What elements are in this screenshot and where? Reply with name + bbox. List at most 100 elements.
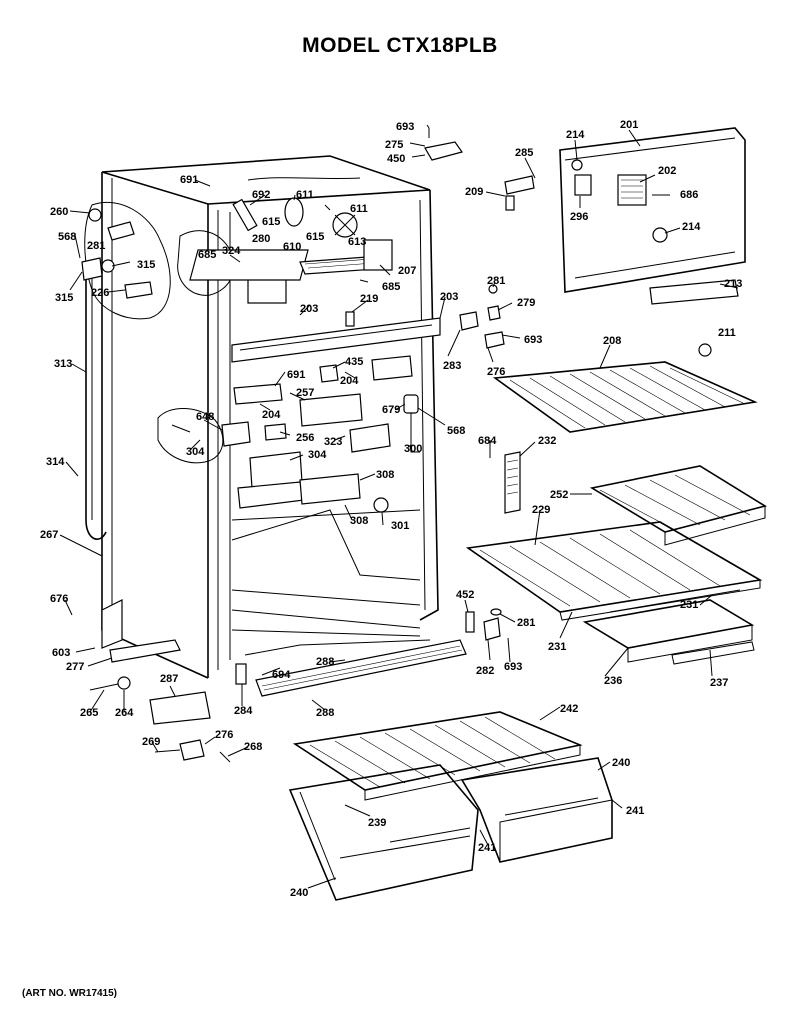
- callout-276: 276: [487, 366, 505, 378]
- callout-288: 288: [316, 656, 334, 668]
- mullion-cover: [504, 451, 521, 514]
- callout-691b: 691: [287, 369, 305, 381]
- callout-239: 239: [368, 817, 386, 829]
- callout-679: 679: [382, 404, 400, 416]
- callout-324: 324: [222, 245, 241, 257]
- page-title: MODEL CTX18PLB: [302, 34, 498, 57]
- callout-296: 296: [570, 211, 588, 223]
- callout-231: 231: [680, 599, 698, 611]
- callout-314: 314: [46, 456, 65, 468]
- evaporator-bracket: [231, 311, 441, 363]
- callout-219: 219: [360, 293, 378, 305]
- callout-308: 308: [376, 469, 394, 481]
- callout-281c: 281: [517, 617, 535, 629]
- callout-260: 260: [50, 206, 68, 218]
- control-components: [171, 355, 420, 513]
- crisper-cover: [292, 711, 583, 801]
- callout-236: 236: [604, 675, 622, 687]
- callout-613: 613: [348, 236, 366, 248]
- callout-229: 229: [532, 504, 550, 516]
- callout-267: 267: [40, 529, 58, 541]
- callout-694: 694: [272, 669, 291, 681]
- callout-232: 232: [538, 435, 556, 447]
- callout-283: 283: [443, 360, 461, 372]
- callout-308b: 308: [350, 515, 368, 527]
- callout-603: 603: [52, 647, 70, 659]
- callout-204b: 204: [262, 409, 281, 421]
- callout-685b: 685: [382, 281, 400, 293]
- drain-tube-left: [81, 208, 153, 540]
- callout-201: 201: [620, 119, 638, 131]
- callout-276b: 276: [215, 729, 233, 741]
- wire-shelf-upper: [492, 361, 758, 433]
- hinge-components: [459, 284, 712, 357]
- callout-615: 615: [262, 216, 280, 228]
- callout-435: 435: [345, 356, 363, 368]
- callout-315: 315: [137, 259, 155, 271]
- callout-301: 301: [391, 520, 409, 532]
- callout-568b: 568: [447, 425, 465, 437]
- callout-693: 693: [396, 121, 414, 133]
- callout-203: 203: [300, 303, 318, 315]
- callout-211: 211: [718, 327, 736, 339]
- leader-lines: [59, 124, 739, 889]
- shelf-229: [465, 521, 763, 621]
- lower-front-parts: [89, 599, 467, 763]
- callout-214: 214: [566, 129, 585, 141]
- callout-686: 686: [680, 189, 698, 201]
- callout-275: 275: [385, 139, 403, 151]
- callout-237: 237: [710, 677, 728, 689]
- callout-610: 610: [283, 241, 301, 253]
- callout-213: 213: [724, 278, 742, 290]
- callout-284: 284: [234, 705, 253, 717]
- callout-242: 242: [560, 703, 578, 715]
- callout-257: 257: [296, 387, 314, 399]
- callout-204: 204: [340, 375, 359, 387]
- callout-269: 269: [142, 736, 160, 748]
- callout-304b: 304: [308, 449, 327, 461]
- callout-256: 256: [296, 432, 314, 444]
- callout-611b: 611: [350, 203, 368, 215]
- callout-648: 648: [196, 411, 214, 423]
- small-parts-lower-right: [465, 608, 502, 641]
- drawer-assembly: [582, 589, 755, 665]
- callout-568: 568: [58, 231, 76, 243]
- callout-450: 450: [387, 153, 405, 165]
- top-components: [189, 177, 393, 304]
- callout-231b: 231: [548, 641, 566, 653]
- callout-252: 252: [550, 489, 568, 501]
- callout-203b: 203: [440, 291, 458, 303]
- callout-208: 208: [603, 335, 621, 347]
- callout-207: 207: [398, 265, 416, 277]
- callout-280: 280: [252, 233, 270, 245]
- cabinet-body: [101, 155, 439, 679]
- art-number: (ART NO. WR17415): [22, 988, 118, 999]
- callout-452: 452: [456, 589, 474, 601]
- callout-214b: 214: [682, 221, 701, 233]
- callout-693b: 693: [524, 334, 542, 346]
- callout-676: 676: [50, 593, 68, 605]
- callout-241: 241: [478, 842, 496, 854]
- callout-268: 268: [244, 741, 262, 753]
- callout-265: 265: [80, 707, 98, 719]
- callout-685: 685: [198, 249, 216, 261]
- callout-241b: 241: [626, 805, 644, 817]
- callout-611: 611: [296, 189, 314, 201]
- callout-277: 277: [66, 661, 84, 673]
- callout-226: 226: [91, 287, 109, 299]
- callout-264: 264: [115, 707, 134, 719]
- callout-287: 287: [160, 673, 178, 685]
- freezer-door-panel: [424, 127, 746, 305]
- callout-285: 285: [515, 147, 533, 159]
- callout-315b: 315: [55, 292, 73, 304]
- callout-202: 202: [658, 165, 676, 177]
- callout-labels: 693 275 450 285 214 201 202 686 209 296 …: [40, 119, 742, 899]
- callout-693c: 693: [504, 661, 522, 673]
- callout-240: 240: [612, 757, 630, 769]
- glass-shelf-252: [589, 465, 768, 546]
- callout-288b: 288: [316, 707, 334, 719]
- callout-281: 281: [87, 240, 105, 252]
- callout-323: 323: [324, 436, 342, 448]
- callout-281b: 281: [487, 275, 505, 287]
- callout-279: 279: [517, 297, 535, 309]
